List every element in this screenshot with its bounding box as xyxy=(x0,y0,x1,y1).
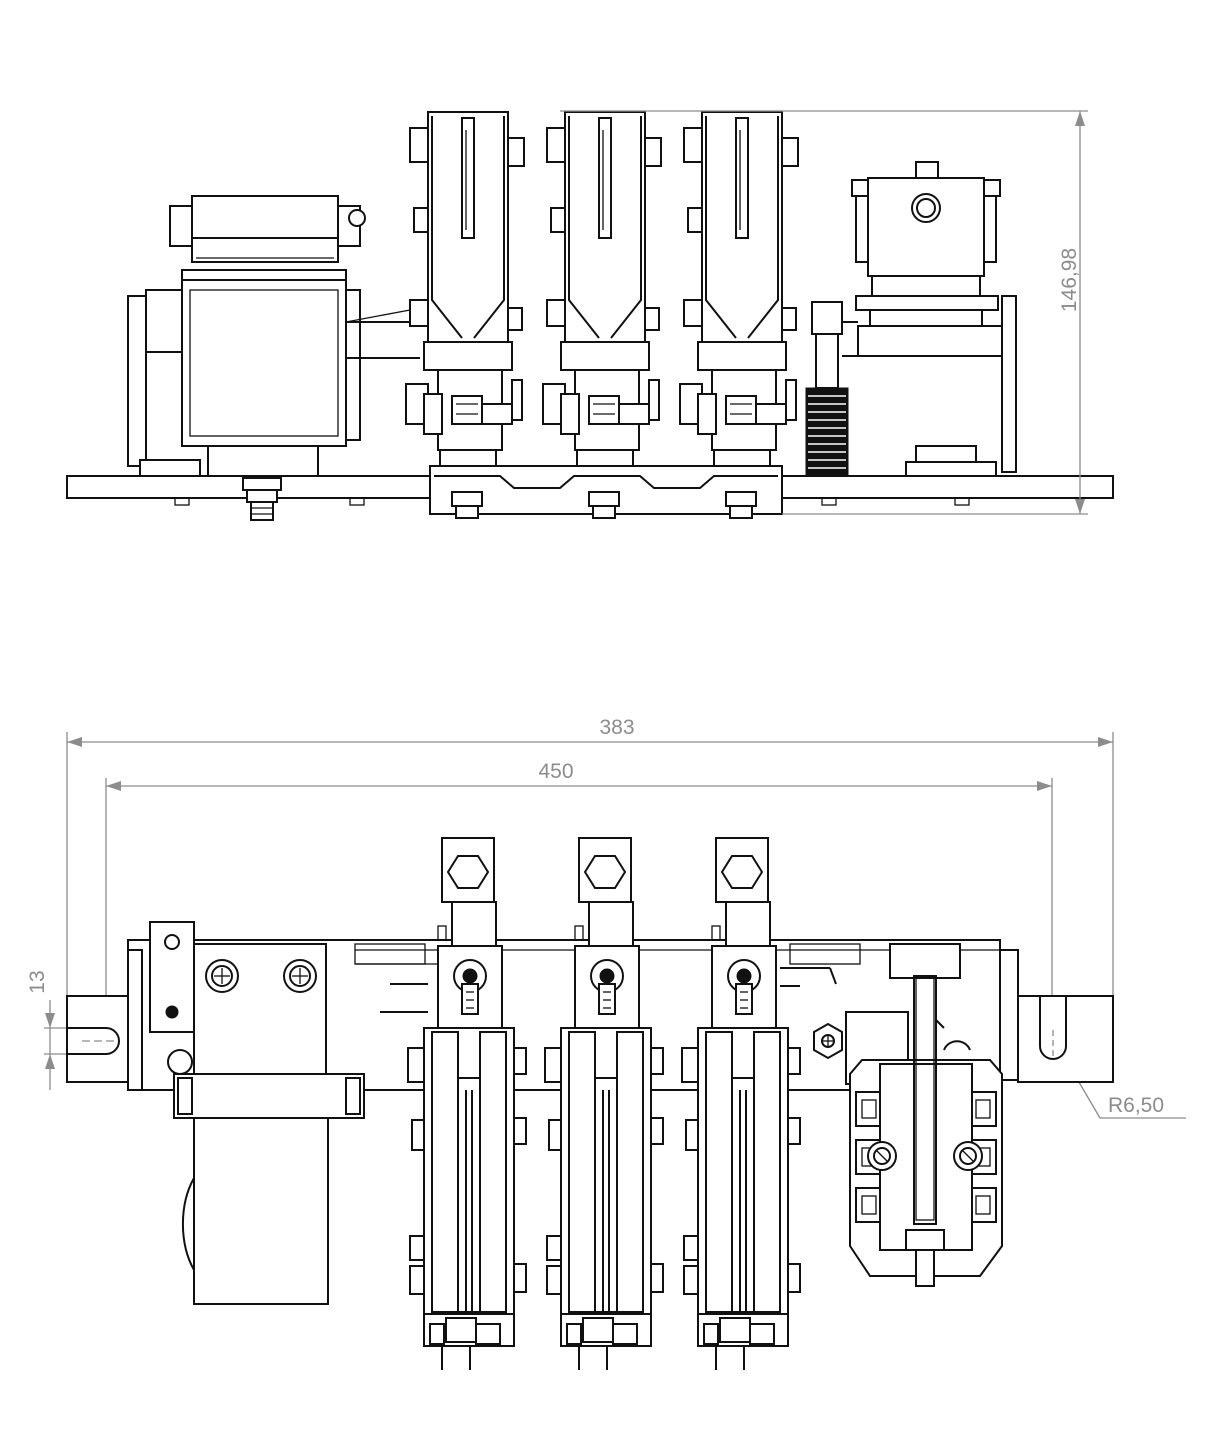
top-view: 383 450 13 R6,50 xyxy=(26,716,1186,1371)
top-hex-nut xyxy=(813,1022,843,1060)
side-bottom-bolt xyxy=(242,477,282,521)
top-aux-switch xyxy=(849,975,1003,1287)
side-coil-unit xyxy=(127,195,420,477)
side-aux-switch xyxy=(842,161,1017,477)
dimension-height: 146,98 xyxy=(560,110,1088,515)
side-plate-studs xyxy=(174,497,970,506)
dimension-slot-radius-label: R6,50 xyxy=(1108,1094,1164,1117)
dimension-hole-spacing-label: 450 xyxy=(538,760,573,783)
top-coil-unit xyxy=(149,921,365,1305)
side-view: 146,98 xyxy=(66,110,1114,521)
aux-terminals xyxy=(855,1091,997,1223)
dimension-overall-width-label: 383 xyxy=(599,716,634,739)
top-contact-poles xyxy=(407,837,801,1371)
dimension-height-label: 146,98 xyxy=(1058,248,1081,312)
dimension-overall-width: 383 xyxy=(66,716,1114,1000)
side-contact-base xyxy=(429,465,783,519)
dimension-slot-width-label: 13 xyxy=(26,970,49,993)
top-contact-pole xyxy=(407,837,527,1370)
side-contact-pole xyxy=(405,111,525,467)
side-contact-poles xyxy=(405,111,799,467)
side-spring xyxy=(805,301,849,477)
